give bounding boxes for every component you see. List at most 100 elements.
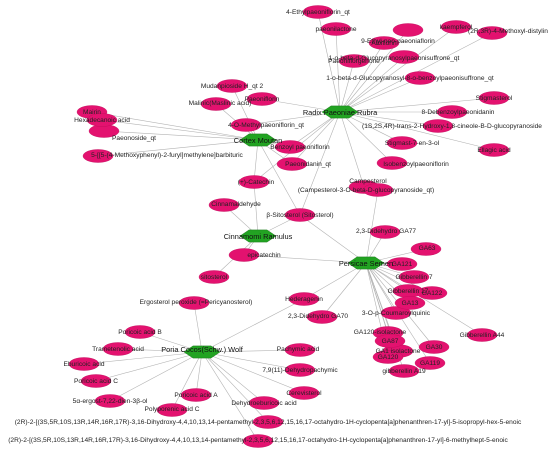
compound-node-sitost[interactable] [284, 208, 316, 222]
compound-node-9ethyl[interactable] [392, 23, 424, 37]
compound-label-ethylpaeon: 4-Ethylpaeoniflorin_qt [286, 9, 350, 16]
edge-h_poria-c_dehydroeb [201, 351, 265, 404]
compound-node-ga120[interactable] [372, 350, 404, 364]
compound-node-malinic[interactable] [200, 97, 232, 111]
compound-label-hederagenin: Hederagenin [285, 296, 323, 303]
compound-node-hexadecan[interactable] [86, 113, 118, 127]
edge-h_radix-c_ellagic [339, 111, 495, 151]
compound-label-gibb70: 2,3-Didehydro GA70 [288, 313, 348, 320]
compound-node-gib7[interactable] [398, 270, 430, 284]
edge-h_poria-c_eburicoic [83, 351, 203, 365]
herb-node-persicae[interactable] [347, 256, 385, 270]
compound-node-paeonilac[interactable] [338, 54, 370, 68]
compound-node-ga121[interactable] [386, 257, 418, 271]
compound-label-epicat: epicatechin [247, 252, 281, 259]
compound-node-5bis[interactable] [82, 149, 114, 163]
herb-node-cortex[interactable] [239, 133, 277, 147]
compound-node-polyB[interactable] [124, 325, 156, 339]
edge-h_radix-c_1oglu [339, 56, 405, 113]
compound-node-ethylpaeon[interactable] [302, 5, 334, 19]
compound-node-sitost2[interactable] [198, 270, 230, 284]
herb-node-poria[interactable] [183, 345, 221, 359]
compound-node-paeonilactone[interactable] [320, 22, 352, 36]
compound-label-gibb120: GA120-isolactone [354, 329, 407, 336]
compound-label-stigmasterol: Stigmasterol [476, 95, 513, 102]
compound-label-cinnamald: Cinnamaldehyde [211, 201, 261, 208]
compound-node-campesterol[interactable] [362, 183, 394, 197]
compound-node-isopropyl[interactable] [252, 415, 284, 429]
compound-node-1s2s[interactable] [422, 119, 454, 133]
compound-label-sitost: β-Sitosterol (Sitosterol) [266, 212, 333, 219]
compound-node-8deb[interactable] [436, 105, 468, 119]
compound-node-ga87[interactable] [374, 334, 406, 348]
compound-node-gibb19[interactable] [388, 364, 420, 378]
edge-h_poria-c_hederagenin [201, 298, 305, 353]
compound-label-isobenz: Isobenzoylpaeoniflorin [383, 161, 449, 168]
compound-node-hederagenin[interactable] [288, 292, 320, 306]
edge-h_cortex-c_hexadecan [101, 119, 259, 141]
compound-node-paeonidan[interactable] [276, 157, 308, 171]
compound-node-eburicoic[interactable] [68, 357, 100, 371]
compound-node-epicat[interactable] [228, 248, 260, 262]
compound-label-ergost: Ergosterol peroxide (=Pericyanosterol) [140, 299, 253, 306]
compound-node-pachymic[interactable] [284, 343, 316, 357]
compound-label-isopropyl: (2R)-2-[(3S,5R,10S,13R,14R,16R,17R)-3,16… [15, 419, 522, 426]
compound-label-gibb1: GA1 isolactone [376, 348, 421, 355]
compound-node-ga63[interactable] [410, 242, 442, 256]
compound-label-ga13: GA13 [402, 300, 419, 307]
compound-label-ga120: GA120 [378, 354, 399, 361]
node-layer [68, 5, 510, 448]
compound-node-1obenz[interactable] [404, 71, 436, 85]
compound-node-methylhept[interactable] [242, 434, 274, 448]
compound-node-paeoniflorgen[interactable] [246, 92, 278, 106]
compound-node-trametenolic[interactable] [102, 342, 134, 356]
compound-node-mudan[interactable] [216, 79, 248, 93]
edge-h_persicae-c_campesterol [365, 189, 379, 264]
compound-node-benzoylpaeon[interactable] [274, 140, 306, 154]
compound-node-cinnamald[interactable] [208, 198, 240, 212]
compound-node-gibb44[interactable] [466, 328, 498, 342]
compound-node-3oc[interactable] [380, 306, 412, 320]
edge-h_radix-c_paeonilactone [335, 28, 341, 113]
compound-node-polyC[interactable] [80, 374, 112, 388]
compound-node-cerevisterol[interactable] [288, 386, 320, 400]
compound-node-stigmasterol[interactable] [478, 91, 510, 105]
compound-node-ellagic[interactable] [478, 143, 510, 157]
compound-label-trametenolic: Trametenolic acid [92, 346, 144, 353]
compound-node-polyporenic[interactable] [156, 403, 188, 417]
compound-node-kaempferol[interactable] [440, 20, 472, 34]
compound-label-hexadecan: Hexadecanoic acid [74, 117, 130, 124]
compound-label-mairin: Mairin [83, 109, 101, 116]
compound-node-ga119[interactable] [414, 356, 446, 370]
edge-h_radix-c_campest [339, 111, 365, 188]
compound-node-5aerg[interactable] [94, 394, 126, 408]
compound-node-1oglu[interactable] [388, 50, 420, 64]
compound-node-dehydroeb[interactable] [248, 396, 280, 410]
compound-node-gibb77[interactable] [369, 225, 401, 239]
herb-node-cinn[interactable] [239, 229, 277, 243]
herb-label-radix: Radix Paeoniae Rubra [303, 108, 378, 117]
compound-node-ga30[interactable] [418, 340, 450, 354]
compound-node-catechin[interactable] [238, 175, 270, 189]
compound-node-stigm[interactable] [386, 136, 418, 150]
compound-label-campesterol: Campesterol [349, 178, 387, 185]
compound-node-2r3r[interactable] [476, 26, 508, 40]
compound-label-5aerg: 5α-ergost-7,22-dien-3β-ol [73, 398, 148, 405]
compound-node-7911[interactable] [284, 363, 316, 377]
herb-label-cortex: Cortex Moutan [234, 136, 282, 145]
compound-node-ga122[interactable] [416, 286, 448, 300]
edge-h_poria-c_polyporenic [171, 351, 203, 411]
herb-node-radix[interactable] [321, 105, 359, 119]
compound-label-eburicoic: Eburicoic acid [63, 361, 104, 368]
compound-node-ga13[interactable] [394, 296, 426, 310]
edge-h_cortex-c_sitost [257, 139, 301, 216]
compound-node-polyA[interactable] [180, 388, 212, 402]
compound-node-isobenz[interactable] [376, 156, 408, 170]
compound-node-gibb70[interactable] [306, 310, 338, 324]
compound-node-albiflorin[interactable] [368, 36, 400, 50]
compound-label-gibb44: Gibberellin A44 [460, 332, 505, 339]
edge-h_poria-c_polyC [95, 351, 203, 382]
compound-node-ergost[interactable] [178, 296, 210, 310]
edge-h_persicae-c_hederagenin [303, 262, 367, 300]
compound-node-4omethyl[interactable] [230, 118, 262, 132]
